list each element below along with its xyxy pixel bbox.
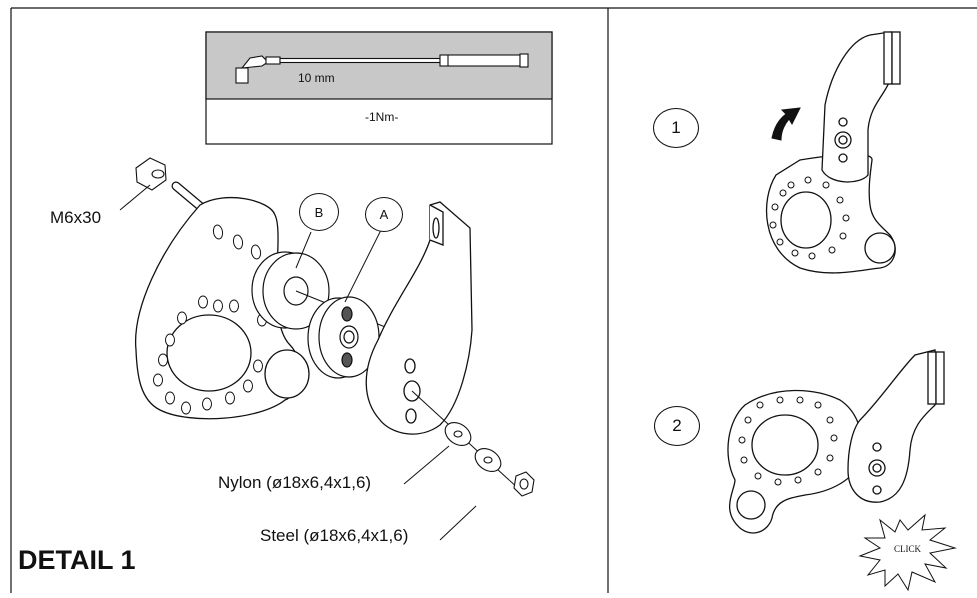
right-arm-plate <box>365 201 473 435</box>
tool-size-label: 10 mm <box>298 71 335 85</box>
click-burst-icon <box>858 513 957 592</box>
callout-b: B <box>299 193 339 231</box>
step-1-marker: 1 <box>653 108 699 148</box>
bolt-m6x30 <box>135 157 212 217</box>
step2-assembly <box>727 349 945 534</box>
torque-value-label: -1Nm- <box>365 110 399 124</box>
step1-assembly <box>766 31 901 274</box>
callout-a: A <box>365 197 403 232</box>
rotate-arrow-icon <box>771 107 801 141</box>
torque-box <box>205 31 553 145</box>
click-label: CLICK <box>894 544 921 554</box>
bolt-label: M6x30 <box>50 208 102 227</box>
detail-title: DETAIL 1 <box>18 545 136 575</box>
steel-washer-label: Steel (ø18x6,4x1,6) <box>260 526 409 545</box>
left-plate <box>134 197 310 420</box>
step-2-marker: 2 <box>654 406 700 446</box>
wrench-icon <box>235 53 529 84</box>
nylon-washer-label: Nylon (ø18x6,4x1,6) <box>218 473 372 492</box>
washers-and-nut <box>403 390 535 541</box>
frame <box>10 7 977 593</box>
